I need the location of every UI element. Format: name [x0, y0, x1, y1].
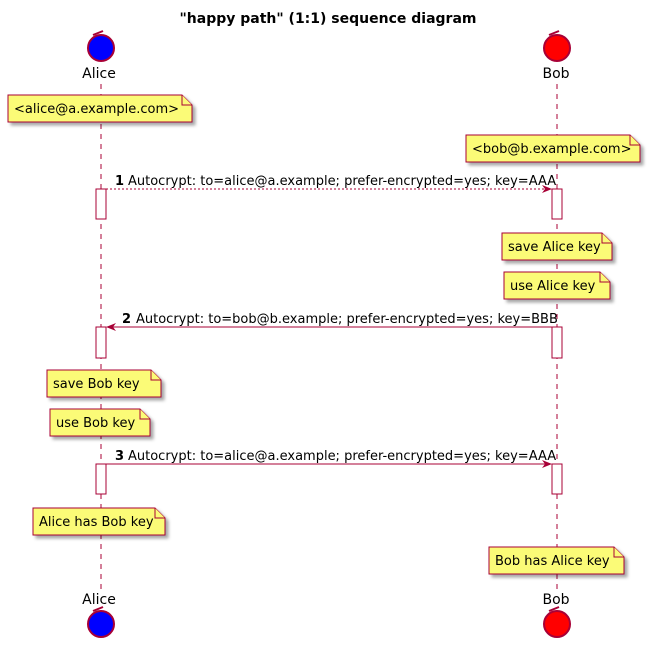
note-save-bob-key: save Bob key	[46, 369, 162, 398]
alice-label-top: Alice	[82, 66, 116, 82]
note-save-alice-key: save Alice key	[501, 232, 613, 261]
alice-control-circle	[87, 34, 115, 62]
control-icon	[548, 606, 560, 612]
alice-activation-1	[95, 188, 107, 220]
control-icon	[92, 30, 104, 36]
bob-activation-3	[551, 463, 563, 495]
note-alice-has-bob-key: Alice has Bob key	[32, 507, 166, 536]
note-text: <bob@b.example.com>	[472, 142, 631, 157]
participant-bob-top: Bob	[542, 30, 571, 82]
bob-label-top: Bob	[542, 66, 569, 82]
message-1-label: Autocrypt: to=alice@a.example; prefer-en…	[128, 174, 556, 189]
control-icon	[548, 30, 560, 36]
note-use-alice-key: use Alice key	[503, 271, 611, 300]
participant-bob-bottom: Bob	[542, 592, 571, 638]
note-text: Bob has Alice key	[495, 554, 610, 569]
note-bob-has-alice-key: Bob has Alice key	[488, 546, 625, 575]
note-text: save Alice key	[508, 240, 601, 255]
bob-control-circle	[543, 34, 571, 62]
message-2-label: Autocrypt: to=bob@b.example; prefer-encr…	[136, 312, 558, 327]
bob-activation-1	[551, 188, 563, 220]
diagram-title: "happy path" (1:1) sequence diagram	[180, 11, 477, 27]
note-text: Alice has Bob key	[39, 515, 154, 530]
alice-activation-2	[95, 326, 107, 359]
alice-activation-3	[95, 463, 107, 495]
bob-activation-2	[551, 326, 563, 359]
bob-control-circle	[543, 610, 571, 638]
note-text: save Bob key	[53, 377, 140, 392]
note-bob-email: <bob@b.example.com>	[465, 134, 641, 163]
participant-alice-top: Alice	[82, 30, 116, 82]
alice-label-bottom: Alice	[82, 592, 116, 608]
control-icon	[92, 606, 104, 612]
bob-label-bottom: Bob	[542, 592, 569, 608]
message-3-number: 3	[115, 449, 124, 464]
note-text: use Alice key	[510, 279, 596, 294]
note-alice-email: <alice@a.example.com>	[7, 94, 193, 123]
note-use-bob-key: use Bob key	[49, 408, 151, 437]
message-1-number: 1	[115, 174, 124, 189]
message-3-label: Autocrypt: to=alice@a.example; prefer-en…	[128, 449, 556, 464]
participant-alice-bottom: Alice	[82, 592, 116, 638]
alice-control-circle	[87, 610, 115, 638]
note-text: <alice@a.example.com>	[14, 102, 179, 117]
message-2-number: 2	[122, 312, 131, 327]
note-text: use Bob key	[56, 416, 135, 431]
